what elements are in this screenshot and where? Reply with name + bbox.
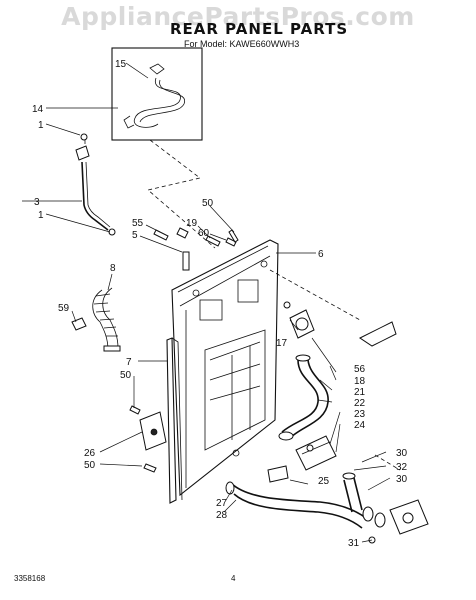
- callout-17: 17: [276, 338, 288, 349]
- shield-cover: [359, 321, 397, 347]
- model-number: For Model: KAWE660WWH3: [184, 39, 300, 49]
- inlet-hose: [75, 145, 116, 236]
- washer-top: [80, 133, 88, 141]
- callout-32: 32: [396, 462, 408, 473]
- screws: [153, 227, 239, 271]
- callout-26: 26: [84, 448, 96, 459]
- leader-lines: [22, 62, 391, 543]
- callout-19: 19: [186, 218, 198, 229]
- callout-50-mid: 50: [120, 370, 132, 381]
- outlet-hose: [225, 481, 367, 529]
- pump-assembly: [283, 301, 315, 339]
- callout-60: 60: [198, 228, 210, 239]
- callout-30-upper: 30: [396, 448, 408, 459]
- document-number: 3358168: [14, 574, 46, 583]
- callout-30-lower: 30: [396, 474, 408, 485]
- bracket: [129, 405, 167, 473]
- callout-14: 14: [32, 104, 44, 115]
- dashed-leaders: [84, 139, 401, 471]
- callout-28: 28: [216, 510, 228, 521]
- drain-parts: [342, 472, 429, 544]
- rear-panel: [171, 239, 279, 497]
- watermark: AppliancePartsPros.com: [61, 2, 415, 31]
- page-number: 4: [231, 574, 236, 583]
- callout-labels: 15 14 1 3 1 55 5 19 60 50 6 8 59 17 56 1…: [32, 59, 408, 549]
- callout-8: 8: [110, 263, 116, 274]
- callout-31: 31: [348, 538, 360, 549]
- callout-1-top: 1: [38, 120, 44, 131]
- callout-3: 3: [34, 197, 40, 208]
- callout-56: 56: [354, 364, 366, 375]
- callout-22: 22: [354, 398, 366, 409]
- callout-27: 27: [216, 498, 228, 509]
- callout-24: 24: [354, 420, 366, 431]
- power-cord-inset: [111, 47, 203, 141]
- callout-55: 55: [132, 218, 144, 229]
- callout-25: 25: [318, 476, 330, 487]
- callout-1-mid: 1: [38, 210, 44, 221]
- callout-6: 6: [318, 249, 324, 260]
- callout-50-bottom: 50: [84, 460, 96, 471]
- page-title: REAR PANEL PARTS: [170, 20, 349, 38]
- connector: [267, 465, 289, 483]
- valve-fitting: [295, 435, 337, 471]
- internal-hose: [278, 354, 329, 441]
- hose-clamp: [71, 317, 87, 331]
- drain-hose: [92, 287, 121, 352]
- callout-50-top: 50: [202, 198, 214, 209]
- side-frame: [166, 337, 183, 504]
- callout-21: 21: [354, 387, 366, 398]
- callout-59: 59: [58, 303, 70, 314]
- callout-23: 23: [354, 409, 366, 420]
- callout-5: 5: [132, 230, 138, 241]
- callout-15: 15: [115, 59, 127, 70]
- callout-7: 7: [126, 357, 132, 368]
- callout-18: 18: [354, 376, 366, 387]
